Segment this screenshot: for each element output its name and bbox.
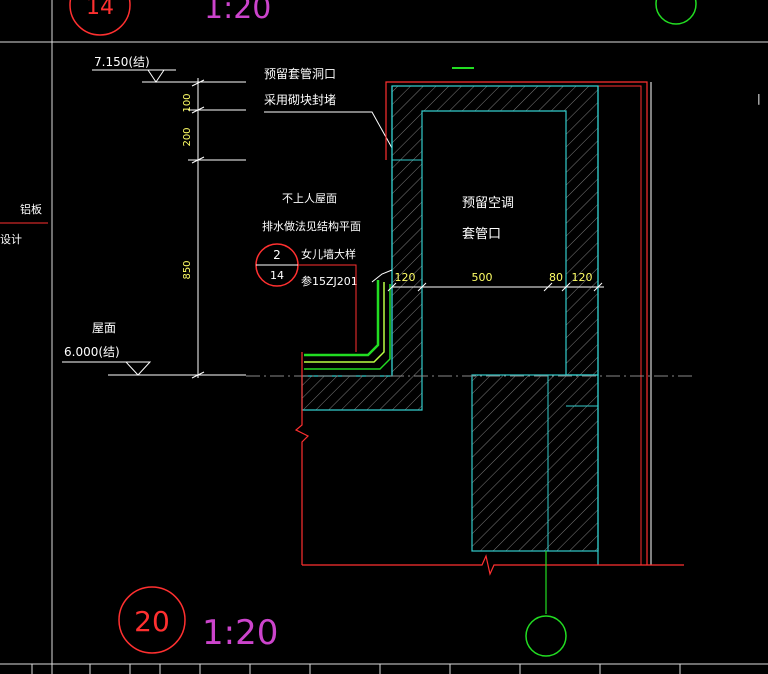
top-bubble [69,0,131,36]
footer-bubble-number: 20 [134,605,170,638]
outer-outline-red [385,81,648,565]
note-sleeve-line1: 预留套管洞口 [264,66,336,81]
vertical-dimension-chain [188,78,246,379]
flashing-top [371,269,393,283]
detail-ref-top: 2 [273,248,281,262]
elevation-top-marker [147,69,165,83]
footer-scale-label: 1:20 [202,613,278,653]
dim-vertical-200: 200 [182,127,193,146]
note-room-line1: 预留空调 [462,196,514,211]
elevation-top-value: 7.150(结) [94,55,150,69]
top-bubble-number: 14 [86,0,114,20]
waterproof-layer-2 [304,282,385,363]
dim-vertical-100: 100 [182,93,193,112]
frame-bottom-ticks [31,664,681,674]
top-axis-bubble [655,0,697,25]
dim-horizontal-500: 500 [472,271,493,284]
note-roof-line1: 不上人屋面 [282,192,337,205]
detail-ref-leader [298,264,357,352]
note-sleeve-leader [264,111,393,149]
waterproof-layer-3 [304,284,391,370]
footer-bubble [118,586,186,654]
elevation-roof-marker [124,361,152,376]
elevation-roof-label: 屋面 [92,321,116,335]
concrete-lower-column [471,374,599,552]
note-sleeve-line2: 采用砌块封堵 [264,93,336,107]
bottom-break-line [302,554,684,576]
elevation-roof-value: 6.000(结) [64,345,120,359]
note-room-line2: 套管口 [462,226,501,242]
note-detail-line2: 参15ZJ201 [301,274,358,288]
axis-bubble [525,615,567,657]
dim-vertical-850: 850 [182,260,193,279]
left-break-line [294,352,310,565]
note-detail-line1: 女儿墙大样 [301,247,356,261]
dim-horizontal-80: 80 [549,271,563,284]
dim-horizontal-ticks [387,282,603,292]
note-roof-line2: 排水做法见结构平面 [262,219,361,233]
left-clip-text-2: 设计 [0,233,22,246]
left-clip-text-1: 铝板 [20,202,42,216]
dim-horizontal-120-right: 120 [572,271,593,284]
top-scale-label: 1:20 [204,0,271,26]
dim-horizontal-120-left: 120 [395,271,416,284]
waterproof-layer-1 [304,280,380,357]
detail-ref-bottom: 14 [270,269,284,282]
right-clip-text: | [757,92,761,105]
